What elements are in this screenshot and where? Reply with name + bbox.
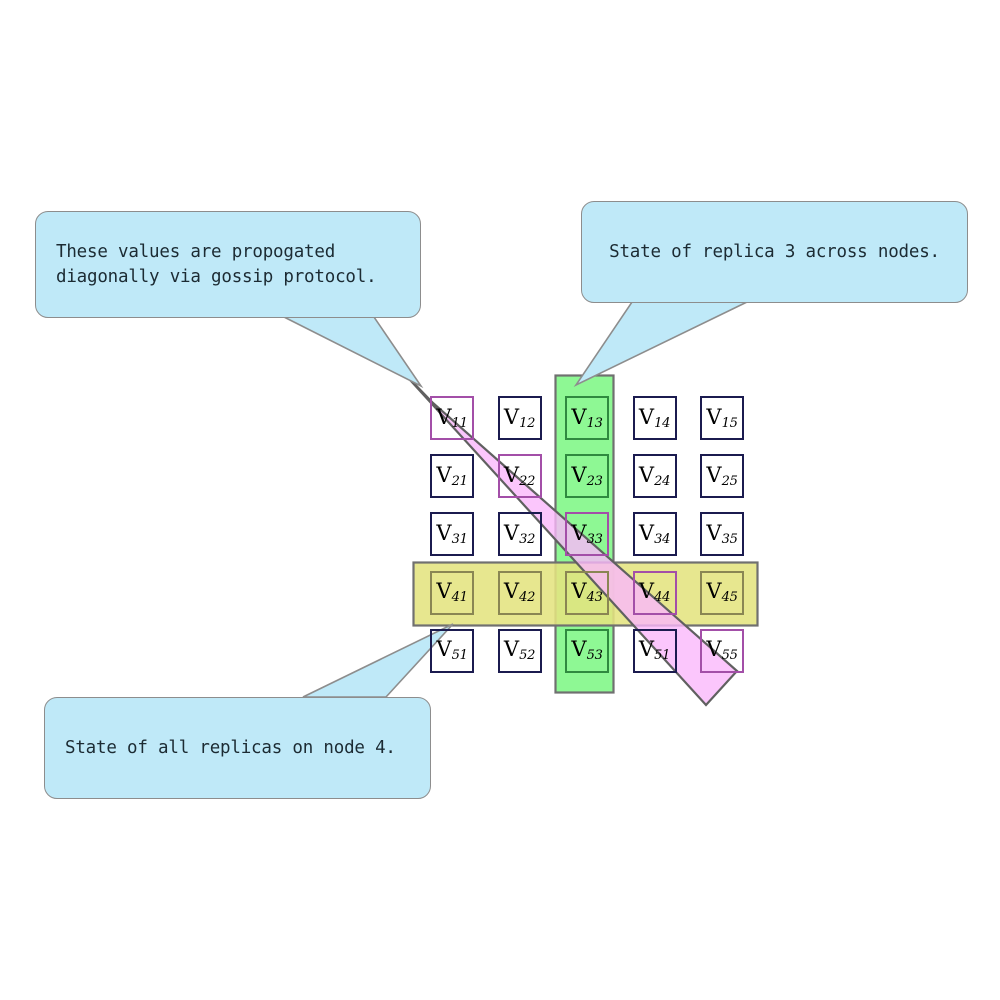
grid-cell-subscript: 22: [519, 473, 536, 489]
grid-cell-v32[interactable]: V32: [497, 512, 542, 557]
grid-cell-label: V43: [571, 579, 603, 606]
grid-cell-subscript: 45: [721, 590, 738, 606]
grid-cell-v22[interactable]: V22: [497, 454, 542, 499]
grid-cell-label: V12: [503, 404, 536, 431]
gossip-callout-tail: [283, 316, 424, 389]
grid-cell-label: V53: [571, 637, 603, 664]
callout-replica-3-text: State of replica 3 across nodes.: [609, 241, 940, 262]
grid-cell-v53[interactable]: V53: [565, 628, 609, 673]
grid-cell-label: V15: [706, 404, 738, 431]
grid-cell-label: V14: [638, 404, 671, 431]
grid-cell-subscript: 52: [519, 648, 536, 664]
grid-cell-v24[interactable]: V24: [632, 454, 677, 499]
grid-cell-label: V31: [436, 520, 468, 547]
grid-cell-v25[interactable]: V25: [700, 454, 744, 499]
grid-cell-subscript: 31: [451, 531, 468, 547]
grid-cell-subscript: 34: [654, 531, 671, 547]
grid-cell-label: V51: [436, 637, 468, 664]
callout-gossip-text: These values are propogated diagonally v…: [56, 242, 377, 287]
grid-cell-label: V21: [436, 462, 468, 489]
grid-cell-label: V42: [503, 579, 536, 606]
grid-cell-label: V41: [436, 579, 468, 606]
grid-cell-v51[interactable]: V51: [632, 628, 677, 673]
grid-cell-subscript: 32: [519, 531, 536, 547]
grid-cell-subscript: 44: [654, 590, 671, 606]
grid-cell-label: V33: [571, 520, 603, 547]
grid-cell-v41[interactable]: V41: [430, 570, 474, 615]
grid-cell-v15[interactable]: V15: [700, 396, 744, 440]
grid-cell-subscript: 51: [654, 648, 671, 664]
grid-cell-label: V22: [503, 462, 536, 489]
grid-cell-v21[interactable]: V21: [430, 454, 474, 499]
callout-gossip-protocol[interactable]: These values are propogated diagonally v…: [35, 211, 421, 318]
grid-cell-label: V25: [706, 462, 738, 489]
grid-cell-label: V34: [638, 520, 671, 547]
grid-cell-v12[interactable]: V12: [497, 396, 542, 440]
grid-cell-label: V23: [571, 462, 603, 489]
grid-cell-label: V45: [706, 579, 738, 606]
grid-cell-v51[interactable]: V51: [430, 628, 474, 673]
replica-callout-tail: [573, 301, 748, 388]
grid-cell-label: V51: [638, 637, 671, 664]
grid-cell-subscript: 12: [519, 415, 536, 431]
grid-cell-v34[interactable]: V34: [632, 512, 677, 557]
grid-cell-label: V11: [436, 404, 468, 431]
grid-cell-subscript: 24: [654, 473, 671, 489]
grid-cell-subscript: 53: [586, 648, 603, 664]
grid-cell-subscript: 21: [451, 473, 468, 489]
grid-cell-label: V24: [638, 462, 671, 489]
grid-cell-subscript: 35: [721, 531, 738, 547]
grid-cell-subscript: 55: [721, 648, 738, 664]
grid-cell-label: V35: [706, 520, 738, 547]
grid-cell-subscript: 13: [586, 415, 603, 431]
grid-cell-subscript: 51: [451, 648, 468, 664]
grid-cell-subscript: 41: [451, 590, 468, 606]
grid-cell-v43[interactable]: V43: [565, 570, 609, 615]
grid-cell-v52[interactable]: V52: [497, 628, 542, 673]
grid-cell-subscript: 42: [519, 590, 536, 606]
grid-cell-v44[interactable]: V44: [632, 570, 677, 615]
grid-cell-subscript: 33: [586, 531, 603, 547]
grid-cell-subscript: 43: [586, 590, 603, 606]
grid-cell-v42[interactable]: V42: [497, 570, 542, 615]
callout-node-4-text: State of all replicas on node 4.: [65, 737, 396, 758]
grid-cell-v55[interactable]: V55: [700, 628, 744, 673]
callout-replica-3[interactable]: State of replica 3 across nodes.: [581, 201, 968, 303]
grid-cell-v35[interactable]: V35: [700, 512, 744, 557]
grid-cell-label: V32: [503, 520, 536, 547]
grid-cell-subscript: 14: [654, 415, 671, 431]
grid-cell-label: V13: [571, 404, 603, 431]
grid-cell-v33[interactable]: V33: [565, 512, 609, 557]
grid-cell-label: V52: [503, 637, 536, 664]
grid-cell-v31[interactable]: V31: [430, 512, 474, 557]
grid-cell-v45[interactable]: V45: [700, 570, 744, 615]
grid-cell-subscript: 11: [451, 415, 468, 431]
grid-cell-subscript: 23: [586, 473, 603, 489]
grid-cell-v23[interactable]: V23: [565, 454, 609, 499]
grid-cell-label: V44: [638, 579, 671, 606]
callout-node-4[interactable]: State of all replicas on node 4.: [44, 697, 431, 799]
grid-cell-label: V55: [706, 637, 738, 664]
grid-cell-v14[interactable]: V14: [632, 396, 677, 440]
grid-cell-subscript: 15: [721, 415, 738, 431]
grid-cell-v13[interactable]: V13: [565, 396, 609, 440]
grid-cell-subscript: 25: [721, 473, 738, 489]
grid-cell-v11[interactable]: V11: [430, 396, 474, 440]
